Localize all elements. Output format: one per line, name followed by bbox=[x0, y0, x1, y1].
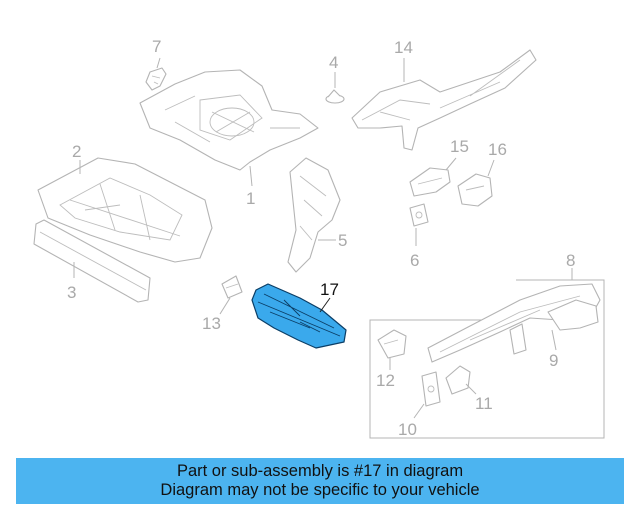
banner-line-1: Part or sub-assembly is #17 in diagram bbox=[176, 462, 464, 480]
leader-10 bbox=[413, 403, 425, 419]
parts-diagram: 7 1 2 3 4 5 6 8 9 10 11 12 13 14 15 16 1… bbox=[33, 37, 605, 439]
leader-15 bbox=[445, 157, 457, 171]
callout-2: 2 bbox=[72, 142, 81, 161]
part-15-bracket bbox=[409, 167, 451, 197]
callout-11: 11 bbox=[475, 394, 493, 413]
part-12-bracket bbox=[377, 329, 407, 359]
part-7-bracket bbox=[145, 67, 167, 91]
callout-15: 15 bbox=[450, 137, 469, 156]
callout-5: 5 bbox=[338, 231, 347, 250]
part-17-cross-member-highlighted bbox=[251, 283, 347, 349]
part-14-floor-frame bbox=[351, 49, 537, 151]
inset-box bbox=[369, 279, 605, 439]
callout-1: 1 bbox=[246, 189, 255, 208]
inset-bracket bbox=[509, 323, 527, 355]
part-13-bracket bbox=[221, 275, 243, 299]
part-5-pillar bbox=[287, 157, 341, 273]
leader-17 bbox=[319, 297, 331, 313]
part-9-rail-end bbox=[547, 299, 599, 331]
callout-16: 16 bbox=[488, 140, 507, 159]
part-3-sill-rail bbox=[33, 219, 151, 303]
leader-13 bbox=[219, 297, 231, 315]
part-11-bracket bbox=[445, 365, 471, 395]
banner-line-2: Diagram may not be specific to your vehi… bbox=[160, 481, 480, 499]
callout-12: 12 bbox=[376, 371, 395, 390]
info-banner: Part or sub-assembly is #17 in diagram D… bbox=[16, 458, 624, 504]
callout-6: 6 bbox=[410, 251, 419, 270]
part-10-plate bbox=[421, 371, 441, 407]
leader-9 bbox=[551, 329, 557, 351]
callout-17: 17 bbox=[320, 280, 339, 299]
leader-11 bbox=[465, 383, 477, 395]
callout-14: 14 bbox=[394, 38, 413, 57]
callout-3: 3 bbox=[67, 283, 76, 302]
callout-13: 13 bbox=[202, 314, 221, 333]
part-1-rear-floor-pan bbox=[139, 69, 319, 171]
callout-8: 8 bbox=[566, 251, 575, 270]
leader-1 bbox=[249, 165, 253, 187]
part-6-plate bbox=[409, 203, 429, 227]
callout-7: 7 bbox=[152, 37, 161, 56]
part-4-plug bbox=[325, 89, 345, 104]
part-2-front-floor-pan bbox=[37, 157, 213, 263]
part-16-bracket bbox=[457, 173, 493, 207]
callout-4: 4 bbox=[329, 53, 338, 72]
callout-10: 10 bbox=[398, 420, 417, 439]
callout-9: 9 bbox=[549, 351, 558, 370]
leader-16 bbox=[487, 159, 495, 177]
leader-7 bbox=[156, 57, 161, 69]
